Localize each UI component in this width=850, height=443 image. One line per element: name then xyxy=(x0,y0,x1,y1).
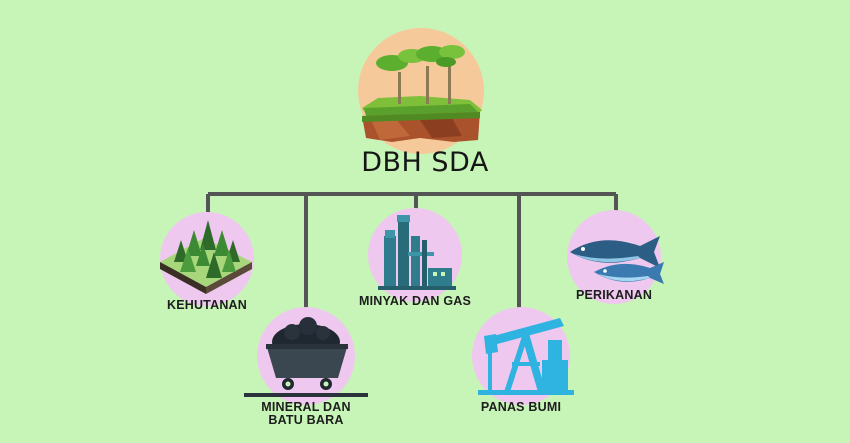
landscape-trees-icon xyxy=(362,45,482,142)
coal-cart-icon xyxy=(244,317,368,397)
migas-label: MINYAK DAN GAS xyxy=(358,294,472,308)
node-migas xyxy=(368,208,462,302)
node-panas-bumi xyxy=(472,307,574,405)
fish-icon xyxy=(570,236,664,284)
connector-lines xyxy=(206,192,618,318)
node-perikanan xyxy=(567,210,664,304)
mineral-label-line1: MINERAL DAN xyxy=(261,400,351,414)
mineral-label-line2: BATU BARA xyxy=(268,413,344,427)
root-node xyxy=(358,28,484,154)
perikanan-label: PERIKANAN xyxy=(575,288,653,302)
node-mineral xyxy=(244,307,368,405)
pumpjack-icon xyxy=(478,318,574,395)
node-kehutanan xyxy=(160,212,254,306)
kehutanan-label: KEHUTANAN xyxy=(166,298,248,312)
panas-bumi-label: PANAS BUMI xyxy=(480,400,562,414)
oil-refinery-icon xyxy=(378,215,456,290)
forest-icon xyxy=(160,220,252,294)
root-title: DBH SDA xyxy=(361,147,489,178)
